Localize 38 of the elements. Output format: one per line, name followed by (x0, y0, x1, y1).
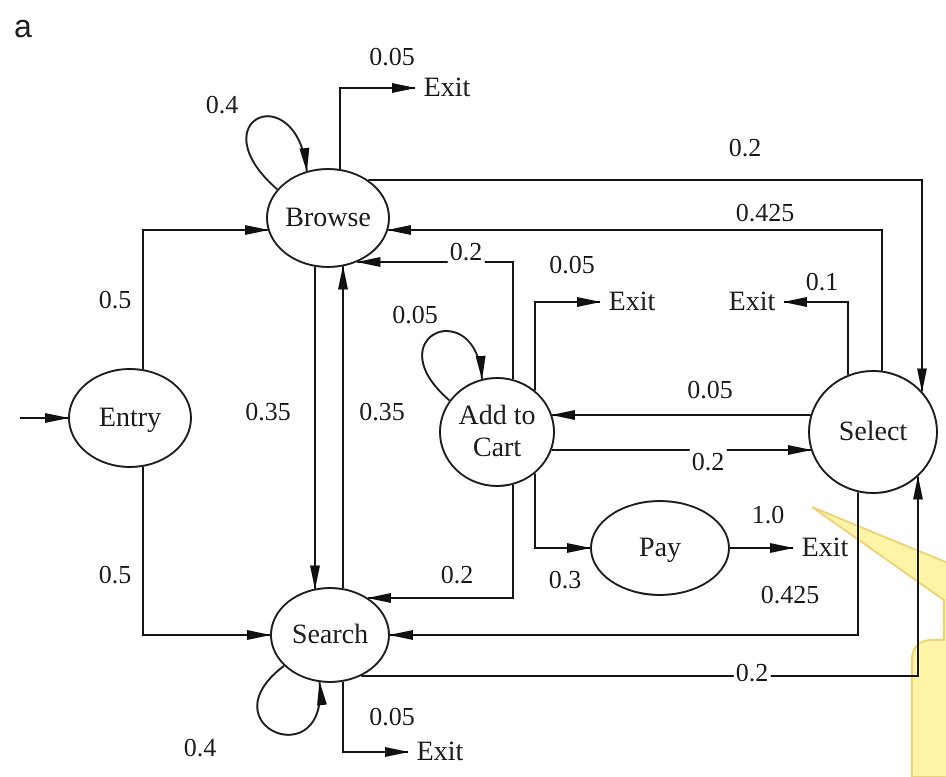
arrow (387, 225, 883, 371)
exit-label: Exit (600, 285, 664, 319)
arrow (534, 474, 591, 553)
arrow (534, 297, 601, 390)
state-label: Browse (285, 202, 371, 234)
arrow (368, 179, 927, 392)
state-label: Search (292, 618, 368, 652)
arrow (421, 330, 484, 402)
arrow (361, 476, 923, 677)
state-label: Add to Cart (458, 400, 536, 464)
state-ellipse (266, 168, 390, 268)
arrow (142, 466, 271, 640)
exit-label: Exit (408, 735, 472, 769)
exit-label: Exit (415, 71, 479, 105)
arrow (551, 410, 810, 420)
arrow (339, 83, 416, 169)
arrow (730, 543, 794, 553)
panel-letter: a (14, 8, 32, 45)
arrow (783, 297, 849, 375)
arrow (342, 682, 409, 757)
arrow (246, 115, 308, 190)
arrow (338, 266, 348, 588)
arrow (20, 413, 69, 423)
state-label: Select (838, 416, 908, 448)
state-ellipse (270, 587, 390, 683)
state-ellipse (590, 500, 730, 596)
state-ellipse (68, 368, 192, 468)
arrow (310, 266, 320, 590)
state-ellipse (808, 370, 938, 494)
state-label: Pay (639, 532, 681, 564)
exit-label: Exit (720, 285, 784, 319)
exit-label: Exit (793, 531, 857, 565)
state-label: Entry (98, 402, 162, 434)
state-ellipse (439, 377, 555, 487)
arrow (142, 225, 269, 370)
arrow (389, 492, 859, 640)
arrow (367, 484, 514, 603)
arrow (256, 665, 324, 736)
